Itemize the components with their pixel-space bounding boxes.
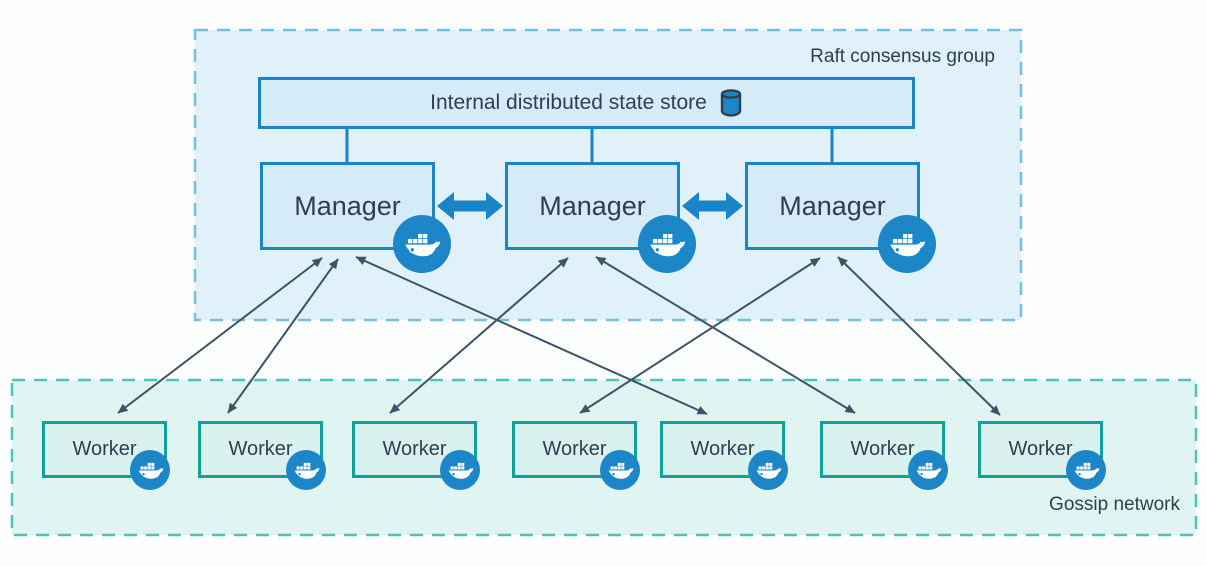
arrow-manager-3-worker-4 <box>579 257 821 414</box>
worker-2-label: Worker <box>228 438 293 460</box>
gossip-network-label: Gossip network <box>1049 494 1180 515</box>
database-icon <box>720 89 742 117</box>
worker-3-node: Worker <box>352 421 480 490</box>
arrow-manager-3-worker-7 <box>837 256 1001 416</box>
manager-2-label: Manager <box>539 190 646 221</box>
worker-7-node: Worker <box>978 421 1106 490</box>
docker-icon <box>130 450 170 490</box>
peer-arrow-m1-m2 <box>437 192 503 220</box>
worker-6-node: Worker <box>820 421 948 490</box>
worker-1-label: Worker <box>72 438 137 460</box>
docker-containers <box>408 233 428 244</box>
manager-1-label: Manager <box>294 190 401 221</box>
docker-icon <box>908 450 948 490</box>
peer-arrow-m2-m3 <box>682 192 743 220</box>
docker-icon <box>878 215 936 273</box>
arrow-manager-2-worker-3 <box>389 257 569 414</box>
worker-5-label: Worker <box>690 438 755 460</box>
worker-7-label: Worker <box>1008 438 1073 460</box>
store-to-manager-connectors <box>345 129 834 162</box>
arrow-manager-1-worker-2 <box>227 258 339 414</box>
worker-4-label: Worker <box>542 438 607 460</box>
worker-1-node: Worker <box>42 421 170 490</box>
manager-3-node: Manager <box>745 162 936 273</box>
docker-icon <box>1066 450 1106 490</box>
worker-4-node: Worker <box>512 421 640 490</box>
raft-consensus-group-label: Raft consensus group <box>810 46 995 67</box>
state-store-node: Internal distributed state store <box>258 77 915 129</box>
manager-worker-arrows <box>117 256 1001 416</box>
worker-5-node: Worker <box>660 421 788 490</box>
worker-6-label: Worker <box>850 438 915 460</box>
manager-2-node: Manager <box>505 162 696 273</box>
docker-icon <box>638 215 696 273</box>
manager-3-label: Manager <box>779 190 886 221</box>
worker-2-node: Worker <box>198 421 326 490</box>
docker-icon <box>393 215 451 273</box>
docker-icon <box>286 450 326 490</box>
state-store-label: Internal distributed state store <box>430 91 707 114</box>
docker-icon <box>600 450 640 490</box>
docker-icon <box>748 450 788 490</box>
manager-1-node: Manager <box>260 162 451 273</box>
manager-peer-arrows <box>437 192 743 220</box>
docker-icon <box>440 450 480 490</box>
worker-3-label: Worker <box>382 438 447 460</box>
